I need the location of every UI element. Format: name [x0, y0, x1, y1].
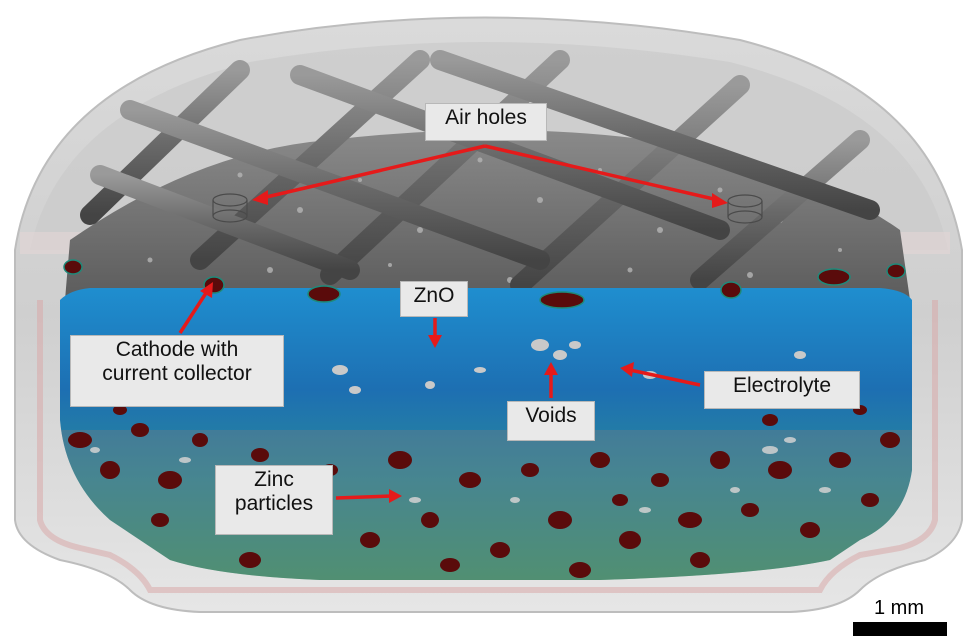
scale-bar-label: 1 mm [874, 597, 924, 619]
zinc-particles [68, 405, 900, 578]
label-cathode: Cathode with current collector [70, 335, 284, 407]
label-voids: Voids [507, 401, 595, 441]
label-zinc-particles: Zinc particles [215, 465, 333, 535]
label-electrolyte: Electrolyte [704, 371, 860, 409]
scale-bar [853, 622, 947, 636]
electrolyte-region [60, 288, 912, 580]
air-hole-cylinders [212, 193, 763, 224]
cathode-pores [63, 259, 906, 309]
annotation-arrows [178, 144, 728, 503]
label-air-holes: Air holes [425, 103, 547, 141]
label-zno: ZnO [400, 281, 468, 317]
